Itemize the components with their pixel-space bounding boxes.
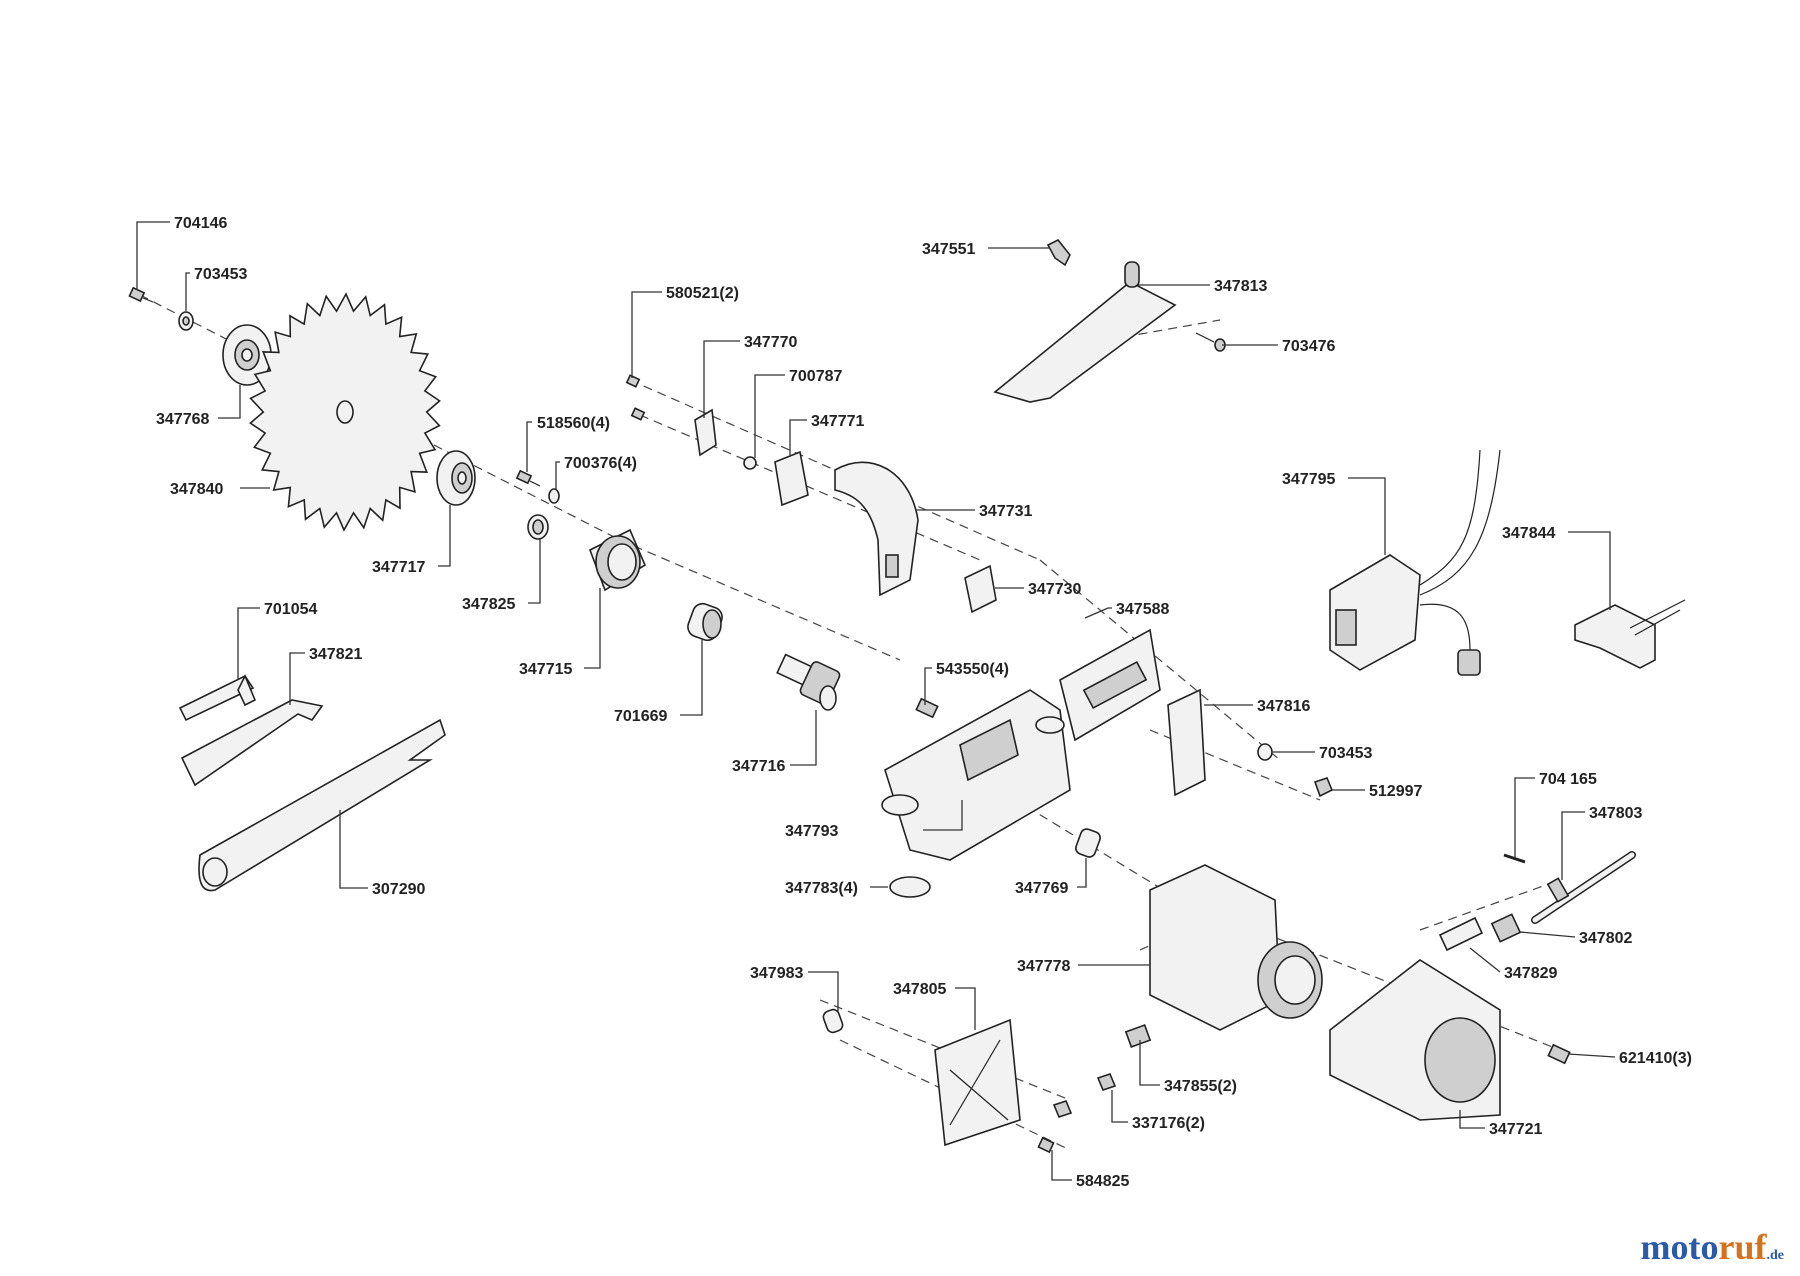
label-703476: 703476: [1282, 338, 1335, 355]
label-347813: 347813: [1214, 278, 1267, 295]
push-stick-307290-drawing: [198, 718, 446, 892]
bearing-701669-drawing: [687, 602, 723, 642]
knob-347551-drawing: [1046, 238, 1071, 267]
block-347730-drawing: [964, 564, 997, 614]
bracket-347816-drawing: [1167, 688, 1206, 797]
label-347840: 347840: [170, 481, 223, 498]
label-347795: 347795: [1282, 471, 1335, 488]
arm-347793-drawing: [881, 689, 1071, 861]
watermark-part-a: moto: [1640, 1227, 1719, 1267]
sleeve-347983-drawing: [822, 1008, 844, 1034]
label-347805: 347805: [893, 981, 946, 998]
plate-347771-drawing: [774, 450, 809, 507]
label-703453-b: 703453: [1319, 745, 1372, 762]
label-704146: 704146: [174, 215, 227, 232]
label-518560: 518560(4): [537, 415, 610, 432]
screw-704146-drawing: [128, 286, 154, 303]
rod-347803-drawing: [1531, 851, 1636, 924]
label-621410: 621410(3): [1619, 1050, 1692, 1067]
guard-arm-347731-drawing: [834, 461, 919, 597]
label-347771: 347771: [811, 413, 864, 430]
label-543550: 543550(4): [936, 661, 1009, 678]
part-labels: 704146 703453 347768 347840 347717 51856…: [156, 215, 1692, 1190]
screw-518560-drawing: [515, 469, 541, 487]
label-580521: 580521(2): [666, 285, 739, 302]
label-347821: 347821: [309, 646, 362, 663]
plate-347829-drawing: [1438, 916, 1484, 952]
label-347551: 347551: [922, 241, 975, 258]
part-drawings: [128, 238, 1686, 1154]
label-347793: 347793: [785, 823, 838, 840]
switch-347795-drawing: [1329, 449, 1501, 676]
terminal-347844-drawing: [1574, 599, 1686, 669]
spanner-347821-drawing: [180, 699, 324, 787]
label-337176: 337176(2): [1132, 1115, 1205, 1132]
ball-700787-drawing: [743, 456, 757, 470]
label-347768: 347768: [156, 411, 209, 428]
label-347588: 347588: [1116, 601, 1169, 618]
label-347825: 347825: [462, 596, 515, 613]
label-347829: 347829: [1504, 965, 1557, 982]
label-347715: 347715: [519, 661, 572, 678]
label-347716: 347716: [732, 758, 785, 775]
screw-621410-drawing: [1547, 1043, 1571, 1065]
leader-lines: [136, 221, 1616, 1181]
label-347802: 347802: [1579, 930, 1632, 947]
label-307290: 307290: [372, 881, 425, 898]
label-347770: 347770: [744, 334, 797, 351]
part-347855-drawing: [1124, 1024, 1152, 1048]
bearing-housing-347715-drawing: [588, 528, 647, 592]
watermark-logo: motoruf.de: [1641, 1226, 1784, 1268]
label-512997: 512997: [1369, 783, 1422, 800]
label-703453: 703453: [194, 266, 247, 283]
pin-704165-drawing: [1503, 853, 1526, 864]
label-700376: 700376(4): [564, 455, 637, 472]
watermark-part-c: .de: [1766, 1248, 1785, 1263]
bushing-347783-drawing: [889, 876, 931, 898]
label-347783: 347783(4): [785, 880, 858, 897]
saw-blade-347840-drawing: [249, 292, 441, 532]
motor-347778-drawing: [1149, 864, 1323, 1031]
nut-337176-drawing: [1096, 1073, 1117, 1091]
label-347855: 347855(2): [1164, 1078, 1237, 1095]
label-347730: 347730: [1028, 581, 1081, 598]
screw-703476-drawing: [1195, 332, 1226, 352]
label-347717: 347717: [372, 559, 425, 576]
motor-cover-347721-drawing: [1329, 959, 1501, 1121]
motor-shaft-347716-drawing: [776, 653, 841, 711]
label-701054: 701054: [264, 601, 317, 618]
label-700787: 700787: [789, 368, 842, 385]
label-347769: 347769: [1015, 880, 1068, 897]
part-347802-drawing: [1490, 913, 1522, 943]
screw-543550-drawing: [915, 697, 939, 719]
washer-700376-drawing: [548, 488, 560, 504]
label-347721: 347721: [1489, 1121, 1542, 1138]
top-guard-347813-drawing: [993, 261, 1177, 403]
nut-512997-drawing: [1313, 777, 1334, 798]
screw-584825-drawing: [1037, 1136, 1055, 1154]
plate-347770-drawing: [694, 408, 717, 457]
angle-plate-347805-drawing: [934, 1018, 1021, 1147]
label-347778: 347778: [1017, 958, 1070, 975]
label-347803: 347803: [1589, 805, 1642, 822]
label-347844: 347844: [1502, 525, 1555, 542]
watermark-part-b: ruf: [1718, 1227, 1767, 1267]
bushing-347769-drawing: [1075, 828, 1101, 858]
label-584825: 584825: [1076, 1173, 1129, 1190]
allen-key-701054-drawing: [178, 674, 255, 722]
label-701669: 701669: [614, 708, 667, 725]
washer-703453b-drawing: [1257, 743, 1273, 761]
label-347731: 347731: [979, 503, 1032, 520]
label-347816: 347816: [1257, 698, 1310, 715]
label-704165: 704 165: [1539, 771, 1597, 788]
label-347983: 347983: [750, 965, 803, 982]
